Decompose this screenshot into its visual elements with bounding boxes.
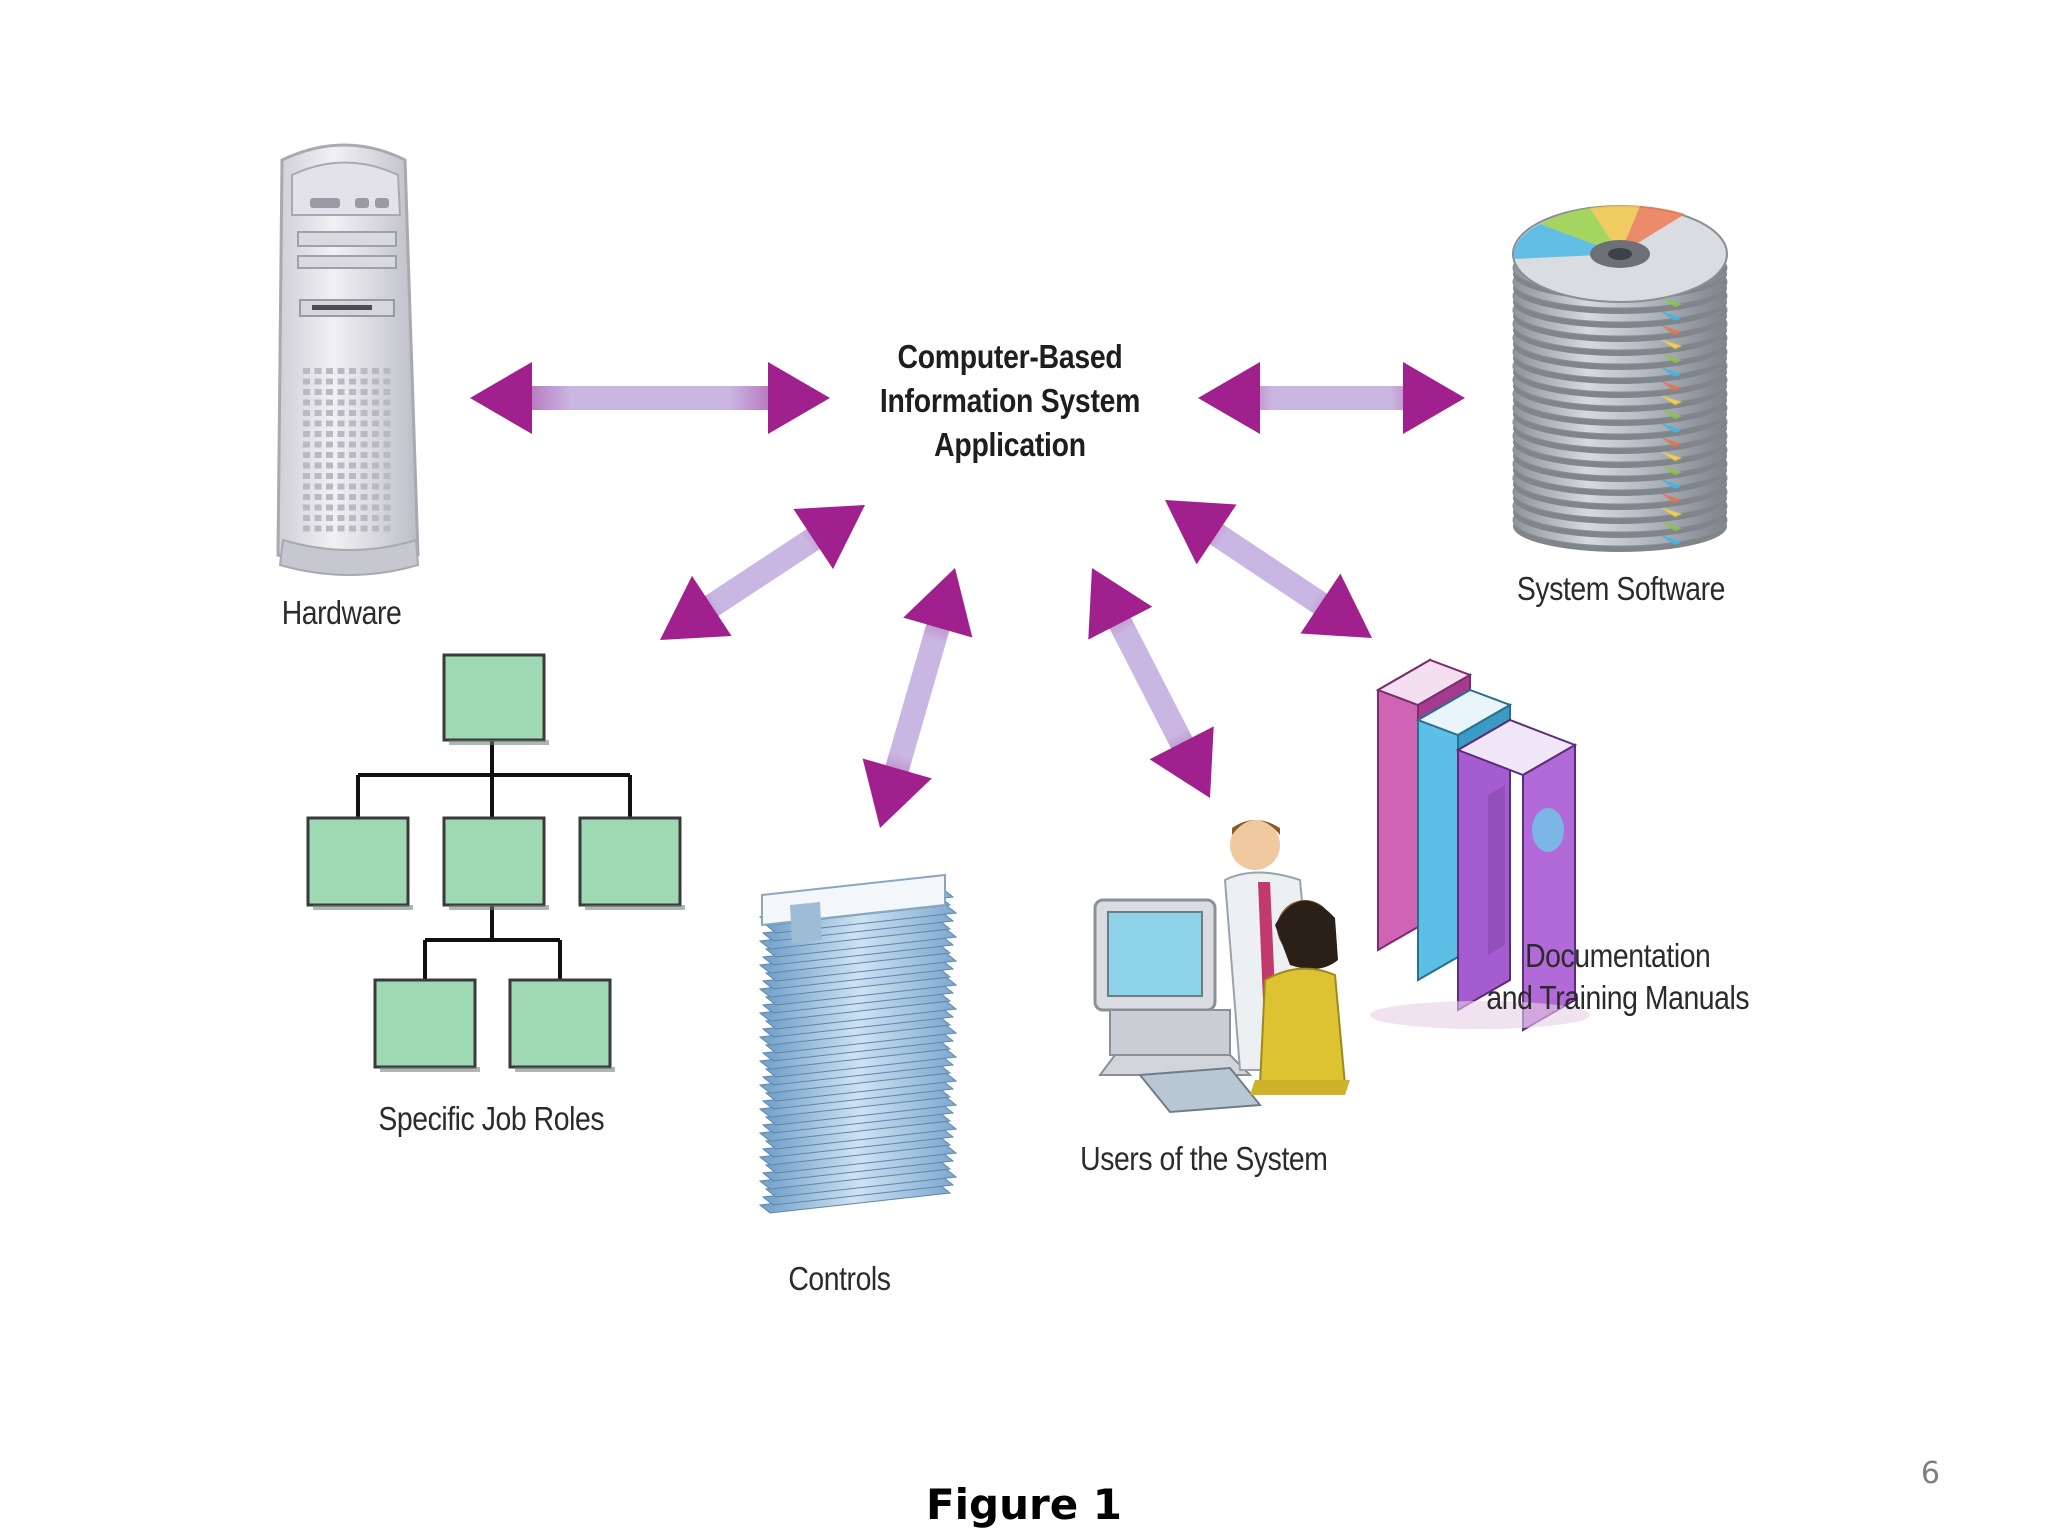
documentation-label-line2: and Training Manuals bbox=[1486, 979, 1750, 1016]
page-number: 6 bbox=[1920, 1456, 1940, 1491]
arrow-system-software bbox=[1198, 362, 1465, 434]
arrow-controls bbox=[862, 568, 973, 829]
arrow-job-roles bbox=[659, 505, 865, 640]
controls-label: Controls bbox=[788, 1260, 891, 1297]
documentation-label-line1: Documentation bbox=[1525, 937, 1711, 974]
arrow-documentation bbox=[1165, 500, 1372, 638]
floppy-stack-icon bbox=[758, 873, 958, 1214]
center-title: Computer-Based Information System Applic… bbox=[847, 335, 1174, 467]
connector-arrows bbox=[470, 362, 1465, 829]
hardware-label: Hardware bbox=[281, 594, 402, 631]
center-title-line2: Information System bbox=[879, 382, 1141, 419]
center-title-line1: Computer-Based bbox=[897, 338, 1123, 375]
books-shadow bbox=[1370, 1001, 1590, 1029]
hardware-tower-icon bbox=[276, 143, 420, 576]
disc-stack-icon bbox=[1512, 205, 1728, 552]
org-chart-icon bbox=[306, 653, 685, 1072]
arrow-hardware bbox=[470, 362, 830, 434]
figure-caption: Figure 1 bbox=[925, 1480, 1123, 1529]
system-software-label: System Software bbox=[1516, 570, 1725, 607]
documentation-label: Documentation and Training Manuals bbox=[1486, 935, 1749, 1019]
users-computer-icon bbox=[1093, 820, 1350, 1114]
users-label: Users of the System bbox=[1080, 1140, 1328, 1177]
arrow-users bbox=[1088, 568, 1214, 799]
tower-grille bbox=[303, 368, 391, 532]
center-title-line3: Application bbox=[934, 426, 1086, 463]
books-icon bbox=[1375, 658, 1578, 1032]
job-roles-label: Specific Job Roles bbox=[378, 1100, 605, 1137]
